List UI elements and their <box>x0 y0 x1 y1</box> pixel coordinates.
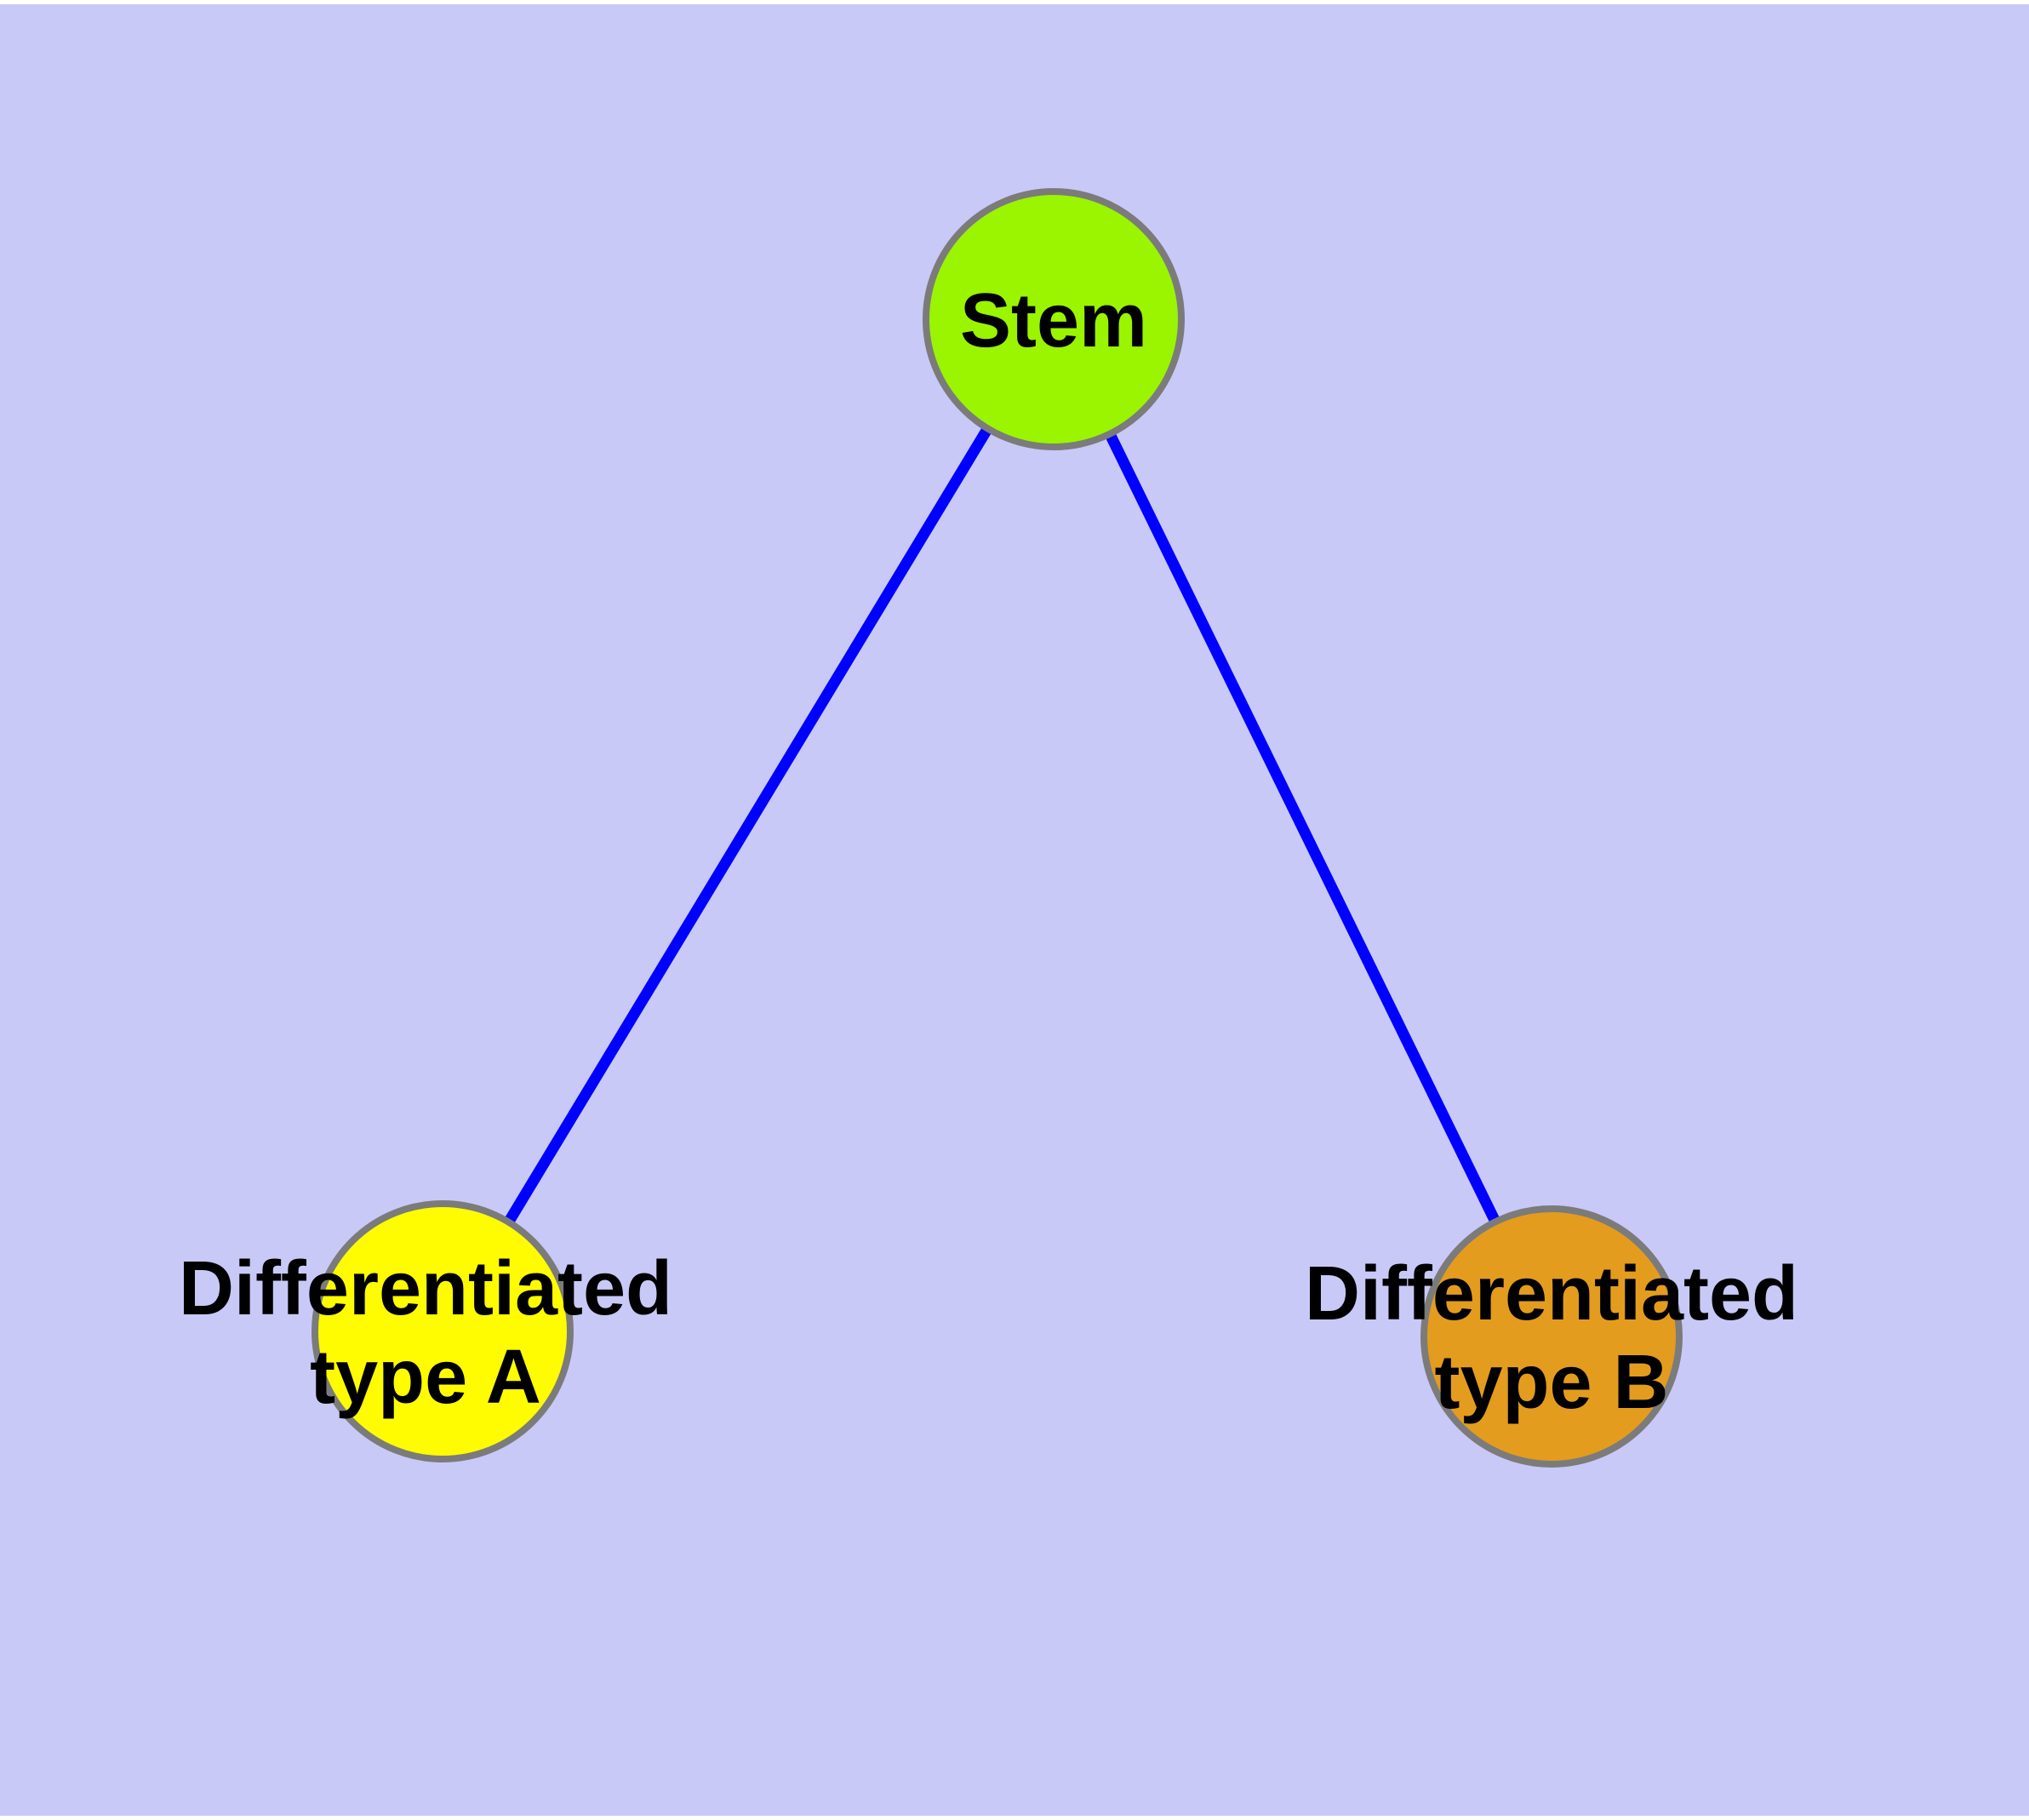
node-stem-label: Stem <box>960 278 1147 363</box>
edge-stem-to-differentiated-type-b <box>1049 317 1557 1339</box>
node-stem <box>923 188 1185 450</box>
edge-stem-to-differentiated-type-a <box>437 316 1059 1335</box>
node-differentiated-type-a <box>311 1200 574 1462</box>
node-differentiated-type-b <box>1420 1205 1683 1468</box>
